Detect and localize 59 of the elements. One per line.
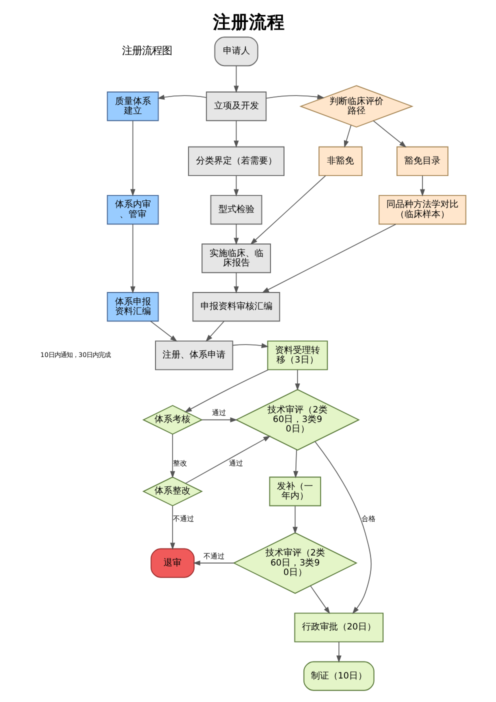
node-box: 立项及开发 <box>206 92 267 122</box>
arrow <box>232 343 269 348</box>
arrow <box>206 320 224 342</box>
arrow <box>185 436 271 484</box>
node-box: 豁免目录 <box>396 146 448 176</box>
arrow <box>292 506 298 534</box>
arrow <box>373 120 406 148</box>
edge-label: 通过 <box>228 458 243 468</box>
edge-label: 通过 <box>212 408 226 418</box>
arrow <box>157 94 207 100</box>
arrow <box>234 175 239 196</box>
arrow <box>310 585 330 614</box>
node-box: 资料受理转移（3日） <box>267 340 328 370</box>
arrow <box>130 120 136 196</box>
node-box: 体系内审、管审 <box>106 194 159 225</box>
arrow <box>234 224 239 245</box>
node-box: 申报资料审核汇编 <box>192 292 280 322</box>
diagram-title: 注册流程 <box>212 13 285 34</box>
node-box: 实施临床、临床报告 <box>202 244 271 274</box>
arrow <box>234 120 239 148</box>
node-box: 同品种方法学对比（临床样本） <box>378 194 466 225</box>
arrow <box>170 434 176 478</box>
arrow <box>344 124 352 148</box>
node-box: 发补（一年内） <box>269 476 322 506</box>
arrow <box>293 449 298 478</box>
arrow <box>234 66 239 93</box>
label: 注册流程图 <box>122 45 172 58</box>
arrow <box>130 224 136 294</box>
edge-label: 不通过 <box>173 514 194 524</box>
edge-label: 合格 <box>362 514 376 524</box>
arrow <box>250 175 326 245</box>
arrow <box>420 175 425 196</box>
node-box: 分类界定（若需要） <box>188 146 284 176</box>
node-box: 申请人 <box>214 36 258 66</box>
node-box: 制证（10日） <box>303 661 374 691</box>
arrow <box>262 224 396 293</box>
node-box: 行政审批（20日） <box>294 612 384 642</box>
node-diamond: 技术审评（2类60日，3类90日） <box>235 389 360 451</box>
edge-label: 不通过 <box>203 551 224 560</box>
arrow <box>184 369 268 412</box>
node-box: 退审 <box>150 548 195 578</box>
node-box: 型式检验 <box>210 194 262 225</box>
node-diamond: 体系整改 <box>142 476 203 506</box>
arrow <box>336 641 342 663</box>
arrow <box>266 94 325 100</box>
node-diamond: 技术审评（2类60日，3类90日） <box>232 532 358 594</box>
node-box: 体系申报资料汇编 <box>106 292 159 322</box>
arrow <box>234 272 239 294</box>
node-box: 非豁免 <box>318 146 362 176</box>
arrow <box>202 417 238 422</box>
arrow <box>170 506 176 550</box>
node-box: 质量体系建立 <box>106 92 159 122</box>
arrow <box>193 560 234 566</box>
edge-label: 整改 <box>173 458 188 468</box>
node-diamond: 判断临床评价路径 <box>299 85 414 128</box>
arrow <box>295 369 300 391</box>
node-box: 注册、体系申请 <box>155 340 234 370</box>
arrow <box>150 320 178 342</box>
arrow <box>314 441 372 614</box>
